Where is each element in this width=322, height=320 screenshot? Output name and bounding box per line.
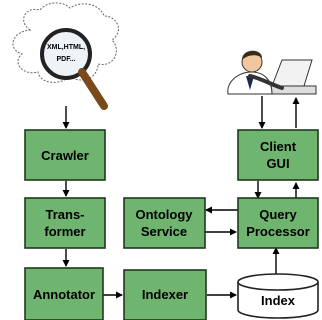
client-label-line1: Client [260,139,297,154]
cloud-label-line2: PDF... [56,56,75,63]
client-gui-box: Client GUI [237,129,319,181]
ontology-label-line1: Ontology [135,207,193,222]
cloud-label-line1: XML,HTML, [47,44,85,51]
magnifying-glass-icon [40,28,108,110]
annotator-label: Annotator [33,287,95,302]
ontology-label-line2: Service [141,224,187,239]
query-label-line1: Query [259,207,297,222]
user-at-computer-icon [227,50,317,95]
indexer-box: Indexer [123,269,207,320]
query-processor-box: Query Processor [237,197,319,249]
query-label-line2: Processor [246,224,310,239]
client-label-line2: GUI [266,156,289,171]
crawler-box: Crawler [24,129,106,181]
database-cylinder-icon: Index [237,273,319,319]
transformer-label-line2: former [44,224,85,239]
web-cloud: XML,HTML, PDF... [12,2,119,110]
indexer-label: Indexer [142,287,188,302]
crawler-label: Crawler [41,148,89,163]
transformer-box: Trans- former [24,197,106,249]
transformer-label-line1: Trans- [45,207,84,222]
ontology-service-box: Ontology Service [123,197,206,249]
index-label: Index [261,293,296,308]
annotator-box: Annotator [24,267,104,320]
